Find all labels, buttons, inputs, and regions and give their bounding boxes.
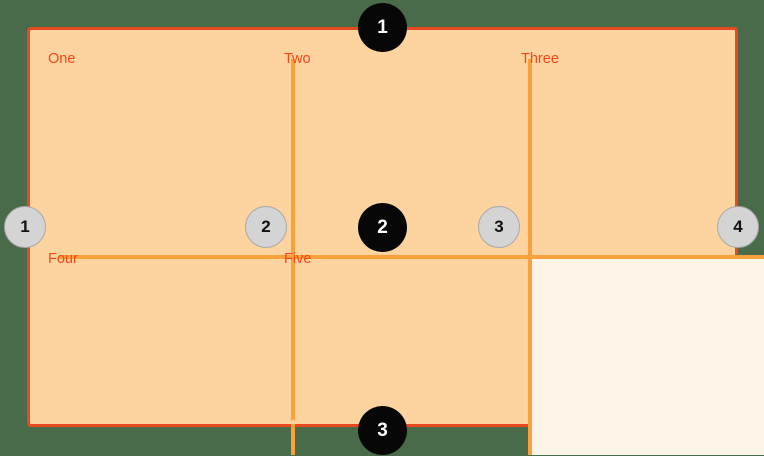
row-divider-1[interactable] [59, 255, 764, 259]
cell-label-three: Three [521, 51, 559, 67]
notch-bottom-1 [289, 419, 297, 424]
notch-top-2 [526, 30, 534, 35]
column-handle-4[interactable]: 4 [717, 206, 759, 248]
cell-label-two: Two [284, 51, 311, 67]
notch-top-1 [289, 30, 297, 35]
row-handle-2[interactable]: 2 [358, 203, 407, 252]
cell-label-one: One [48, 51, 76, 67]
cell-label-five: Five [284, 251, 312, 267]
row-handle-3[interactable]: 3 [358, 406, 407, 455]
column-handle-2[interactable]: 2 [245, 206, 287, 248]
column-handle-3[interactable]: 3 [478, 206, 520, 248]
column-handle-1[interactable]: 1 [4, 206, 46, 248]
cell-empty[interactable] [530, 259, 764, 455]
grid-frame: One Two Three Four Five [27, 27, 764, 455]
cell-label-four: Four [48, 251, 78, 267]
row-handle-1[interactable]: 1 [358, 3, 407, 52]
